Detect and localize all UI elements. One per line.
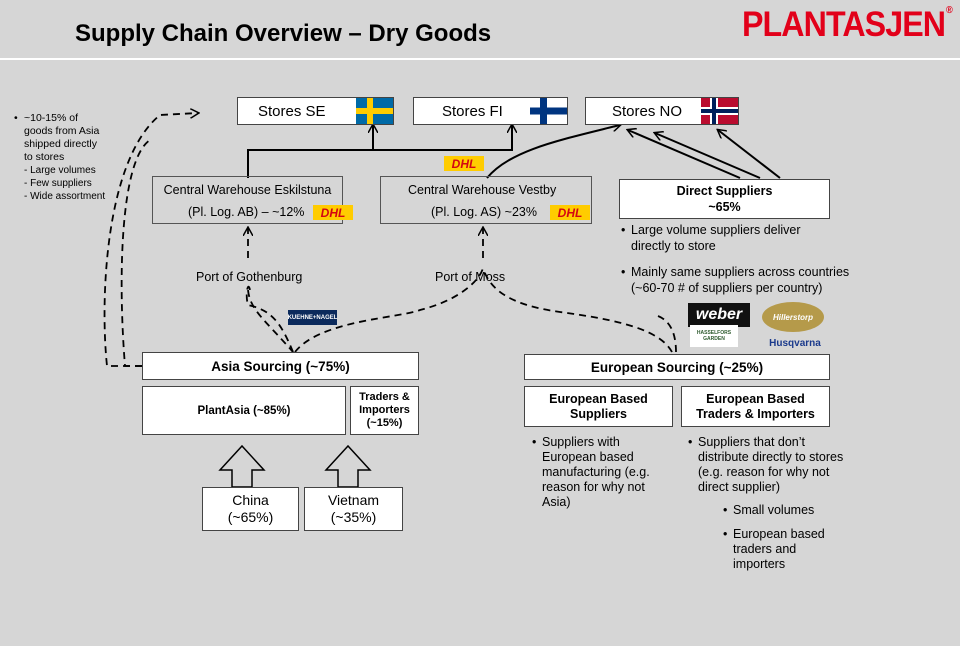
plantasjen-logo: PLANTASJEN® [742, 5, 953, 45]
asia-sourcing-header: Asia Sourcing (~75%) [142, 352, 419, 380]
warehouse-vestby-name: Central Warehouse Vestby [408, 183, 557, 197]
sub-bullet-line-2: traders and [733, 542, 797, 556]
direct-suppliers-bullet-2: •Mainly same suppliers across countries … [621, 265, 850, 295]
sweden-flag-icon [356, 98, 393, 124]
warehouse-vestby: Central Warehouse Vestby (Pl. Log. AS) ~… [380, 176, 592, 224]
european-traders-box: European Based Traders & Importers [681, 386, 830, 427]
china-label: China [232, 492, 269, 508]
col1-bullet-line-2: European based [542, 450, 634, 464]
small-volumes-text: Small volumes [733, 503, 815, 517]
traders-importers-box: Traders & Importers (~15%) [350, 386, 419, 435]
china-box: China (~65%) [202, 487, 299, 531]
european-suppliers-bullet: • Suppliers with European based manufact… [532, 435, 682, 510]
dhl-logo-eskilstuna: DHL [313, 205, 353, 220]
plantasia-label: PlantAsia (~85%) [197, 404, 291, 417]
european-sourcing-header: European Sourcing (~25%) [524, 354, 830, 380]
european-traders-line-2: Traders & Importers [696, 406, 815, 421]
asia-sourcing-title: Asia Sourcing (~75%) [211, 358, 350, 374]
warehouse-eskilstuna-name: Central Warehouse Eskilstuna [163, 183, 332, 197]
port-gothenburg: Port of Gothenburg [196, 270, 303, 284]
european-suppliers-box: European Based Suppliers [524, 386, 673, 427]
traders-line-1: Traders & [359, 391, 410, 403]
gothenburg-down [247, 289, 294, 353]
traders-line-3: (~15%) [366, 417, 403, 429]
hasselfors-logo: HASSELFORS GARDEN [690, 325, 738, 347]
left-note-sub-1: - Large volumes [24, 165, 96, 176]
vietnam-label: Vietnam [327, 492, 380, 508]
port-moss: Port of Moss [435, 270, 506, 284]
vietnam-up-arrow [324, 444, 372, 488]
european-suppliers-line-1: European Based [549, 391, 648, 406]
warehouse-eskilstuna: Central Warehouse Eskilstuna (Pl. Log. A… [152, 176, 343, 224]
left-note-sub-2: - Few suppliers [24, 178, 92, 189]
asia-to-moss [294, 267, 484, 353]
col2-bullet-line-4: direct supplier) [698, 480, 780, 494]
col1-bullet-line-3: manufacturing (e.g. [542, 465, 650, 479]
left-note-line-3: shipped directly [24, 138, 97, 150]
title-divider [0, 58, 960, 60]
warehouse-eskilstuna-detail: (Pl. Log. AB) – ~12% [188, 205, 305, 219]
direct-suppliers-box: Direct Suppliers ~65% [619, 179, 830, 219]
fi-connector [373, 125, 512, 151]
left-note: • ~10-15% of goods from Asia shipped dir… [14, 112, 114, 203]
vietnam-box: Vietnam (~35%) [304, 487, 403, 531]
page-title: Supply Chain Overview – Dry Goods [75, 20, 492, 47]
col2-bullet-line-3: (e.g. reason for why not [698, 465, 830, 479]
asia-to-left [120, 139, 151, 367]
left-note-line-1: ~10-15% of [24, 112, 78, 124]
direct-suppliers-bullet-2-text: Mainly same suppliers across countries (… [631, 265, 850, 295]
plantasia-box: PlantAsia (~85%) [142, 386, 346, 435]
sub-bullet-line-1: European based [733, 527, 825, 541]
left-note-line-2: goods from Asia [24, 125, 100, 137]
logo-text: PLANTASJEN [742, 5, 946, 44]
european-traders-sub-bullet: • European based traders and importers [723, 527, 843, 572]
china-up-arrow [218, 444, 266, 488]
left-note-line-4: to stores [24, 151, 65, 163]
se-connector [247, 125, 373, 178]
hillerstorp-logo: Hillerstorp [762, 302, 824, 332]
col1-bullet-line-5: Asia) [542, 495, 571, 509]
direct-suppliers-bullet-1: •Large volume suppliers deliver directly… [621, 223, 801, 253]
europe-to-direct [657, 315, 677, 353]
direct-to-no-3 [718, 130, 781, 179]
direct-suppliers-share: ~65% [708, 200, 741, 214]
european-sourcing-title: European Sourcing (~25%) [590, 359, 764, 375]
dhl-logo-vestby: DHL [550, 205, 590, 220]
left-note-bullet: • [14, 112, 18, 124]
col2-bullet-line-2: distribute directly to stores [698, 450, 844, 464]
european-traders-line-1: European Based [706, 391, 805, 406]
registered-mark: ® [946, 5, 953, 16]
fi-from-vestby [486, 125, 620, 179]
stores-se-label: Stores SE [258, 102, 326, 120]
traders-line-2: Importers [359, 404, 410, 416]
direct-to-no-1 [628, 130, 741, 179]
stores-fi-label: Stores FI [442, 102, 503, 120]
finland-flag-icon [530, 98, 567, 124]
weber-logo: weber [688, 303, 750, 327]
europe-to-moss [482, 267, 673, 353]
vietnam-share: (~35%) [330, 509, 377, 525]
col1-bullet-line-4: reason for why not [542, 480, 645, 494]
asia-direct-stores [103, 113, 198, 367]
stores-no-label: Stores NO [612, 102, 683, 120]
asia-to-gothenburg [245, 285, 294, 353]
sub-bullet-line-3: importers [733, 557, 786, 571]
kuehne-nagel-logo: KUEHNE+NAGEL [288, 310, 337, 325]
european-suppliers-line-2: Suppliers [570, 406, 627, 421]
direct-suppliers-bullet-1-text: Large volume suppliers deliver directly … [631, 223, 801, 253]
direct-to-no-2 [655, 133, 761, 179]
direct-suppliers-title: Direct Suppliers [676, 184, 773, 198]
col2-bullet-line-1: Suppliers that don’t [698, 435, 806, 449]
norway-flag-icon [701, 98, 738, 124]
left-note-sub-3: - Wide assortment [24, 191, 106, 202]
china-share: (~65%) [227, 509, 274, 525]
european-traders-bullet: • Suppliers that don’t distribute direct… [688, 435, 858, 495]
husqvarna-logo: Husqvarna [769, 337, 821, 349]
warehouse-vestby-detail: (Pl. Log. AS) ~23% [431, 205, 537, 219]
small-volumes-bullet: • Small volumes [723, 503, 843, 518]
col1-bullet-line-1: Suppliers with [542, 435, 620, 449]
dhl-logo-fi: DHL [444, 156, 484, 171]
